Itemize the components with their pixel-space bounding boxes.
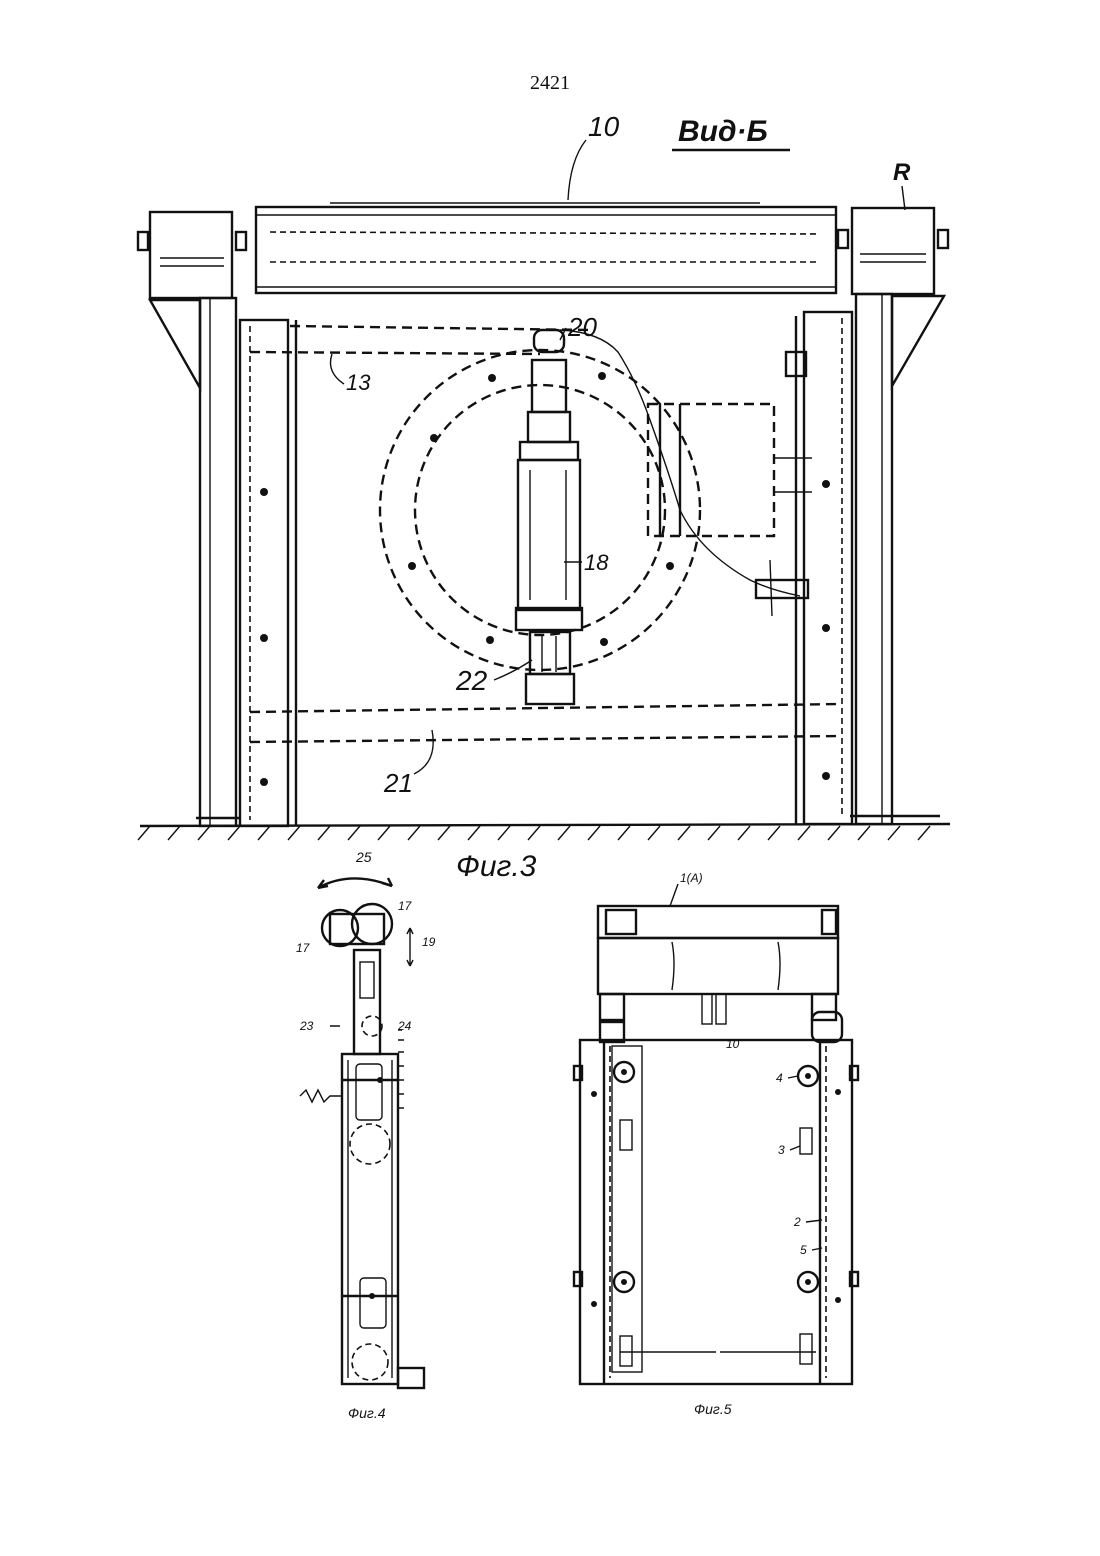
label-21: 21 [383, 768, 413, 798]
label-22: 22 [455, 665, 488, 696]
label-10: 10 [588, 111, 620, 142]
leader-r [902, 186, 905, 210]
spring-icon [300, 1090, 342, 1102]
label-4: 4 [776, 1071, 783, 1085]
lower-column [342, 1054, 398, 1384]
figure-3-caption: Фиг.3 [456, 850, 537, 883]
leader-13 [331, 354, 345, 384]
base-plate [398, 1368, 424, 1388]
label-19: 19 [422, 935, 436, 949]
figure-5-caption: Фиг.5 [694, 1401, 732, 1417]
label-17-bottom: 17 [296, 941, 311, 955]
label-5: 5 [800, 1243, 807, 1257]
arrow-19 [407, 928, 413, 966]
label-r: R [893, 159, 911, 186]
ground-line [138, 816, 950, 840]
view-title: Bид·Б [678, 115, 768, 148]
turntable-ring [380, 350, 700, 670]
label-2: 2 [793, 1215, 801, 1229]
conveyor-body [256, 203, 836, 293]
figure-4-caption: Фиг.4 [348, 1405, 386, 1421]
left-roller-box [138, 212, 246, 298]
label-17-top: 17 [398, 899, 413, 913]
outer-frame [150, 294, 944, 826]
leader-10 [568, 140, 586, 200]
main-frame [580, 1040, 852, 1384]
inner-frame [240, 312, 852, 826]
label-20: 20 [567, 312, 597, 342]
figure-5: 1(A) 10 [574, 871, 858, 1417]
rotation-arrow-25 [318, 878, 392, 888]
label-3: 3 [778, 1143, 785, 1157]
top-frame-box [598, 938, 838, 994]
figure-4: 25 17 17 19 23 24 Фиг.4 [296, 849, 436, 1421]
upper-shaft [354, 950, 380, 1054]
label-1a: 1(A) [680, 871, 703, 885]
figure-3: Bид·Б 10 R [138, 111, 950, 883]
leader-21 [414, 730, 433, 774]
label-18: 18 [584, 550, 609, 575]
label-13: 13 [346, 370, 371, 395]
label-24: 24 [397, 1019, 412, 1033]
right-roller-box [838, 208, 948, 294]
label-25: 25 [355, 849, 372, 865]
label-23: 23 [299, 1019, 314, 1033]
